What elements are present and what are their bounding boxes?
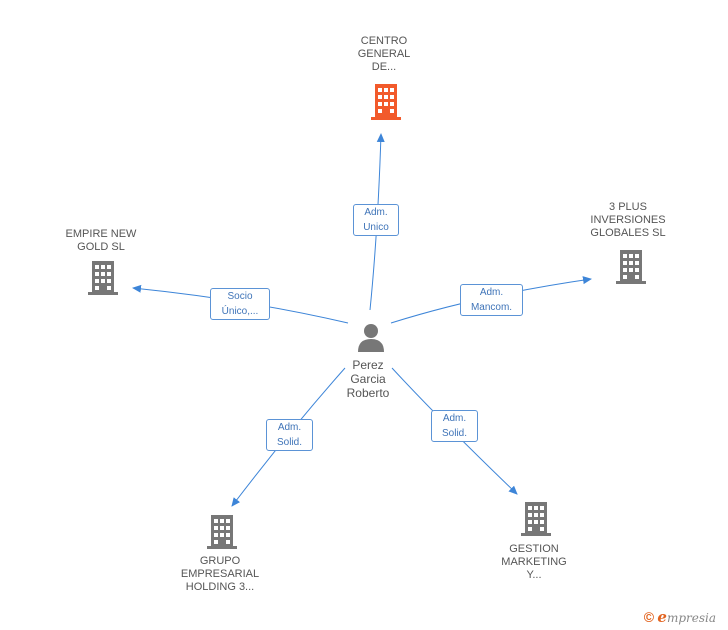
- relation-label-gestion[interactable]: Adm. Solid.: [431, 410, 478, 442]
- building-icon[interactable]: [520, 502, 552, 536]
- brand-logo-text: mpresia: [666, 611, 716, 625]
- brand-logo-initial: e: [657, 608, 667, 626]
- building-icon[interactable]: [370, 84, 402, 120]
- building-icon[interactable]: [615, 250, 647, 284]
- relation-label-plus3[interactable]: Adm. Mancom.: [460, 284, 523, 316]
- company-name-empire[interactable]: EMPIRE NEW GOLD SL: [65, 228, 137, 253]
- person-icon[interactable]: [356, 322, 386, 352]
- company-name-gestion[interactable]: GESTION MARKETING Y...: [501, 543, 567, 581]
- brand-footer: © empresia: [644, 608, 716, 626]
- building-icon[interactable]: [206, 515, 238, 549]
- building-icon[interactable]: [87, 261, 119, 295]
- copyright-icon: ©: [643, 609, 655, 625]
- relation-label-empire[interactable]: Socio Único,...: [210, 288, 270, 320]
- relation-label-grupo[interactable]: Adm. Solid.: [266, 419, 313, 451]
- company-name-plus3[interactable]: 3 PLUS INVERSIONES GLOBALES SL: [590, 201, 666, 239]
- relation-label-centro[interactable]: Adm. Unico: [353, 204, 399, 236]
- person-name[interactable]: Perez Garcia Roberto: [346, 358, 390, 400]
- company-name-centro[interactable]: CENTRO GENERAL DE...: [357, 35, 411, 73]
- company-name-grupo[interactable]: GRUPO EMPRESARIAL HOLDING 3...: [180, 555, 260, 593]
